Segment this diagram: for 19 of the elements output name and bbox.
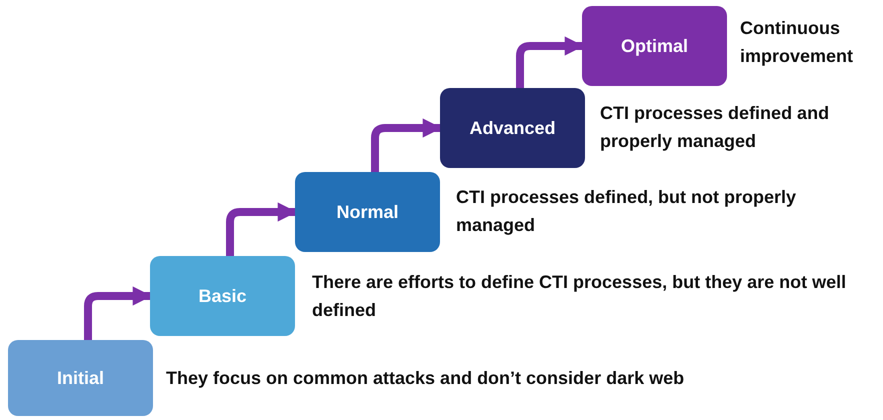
stage-label: Optimal [620,36,688,56]
bent-arrow [84,286,152,340]
stage-label: Advanced [469,118,556,138]
stage-box [440,88,585,168]
stage-box [582,6,727,86]
stage-label: Initial [56,368,104,388]
stage-box [150,256,295,336]
stage-description: CTI processes defined and properly managed [600,102,830,153]
stage-description: CTI processes defined, but not properly managed [456,186,798,237]
stage-description: There are efforts to define CTI processes, but they are not well defined [312,271,848,322]
bent-arrow [226,202,297,256]
bent-arrow [516,36,584,88]
stage-description: Continuous improvement [740,17,854,68]
stage-label: Normal [336,202,398,222]
stage-box [295,172,440,252]
stage-label: Basic [198,286,247,306]
stage-box [8,340,153,416]
bent-arrow [371,118,442,172]
stage-description: They focus on common attacks and don’t consider dark web [166,367,686,390]
